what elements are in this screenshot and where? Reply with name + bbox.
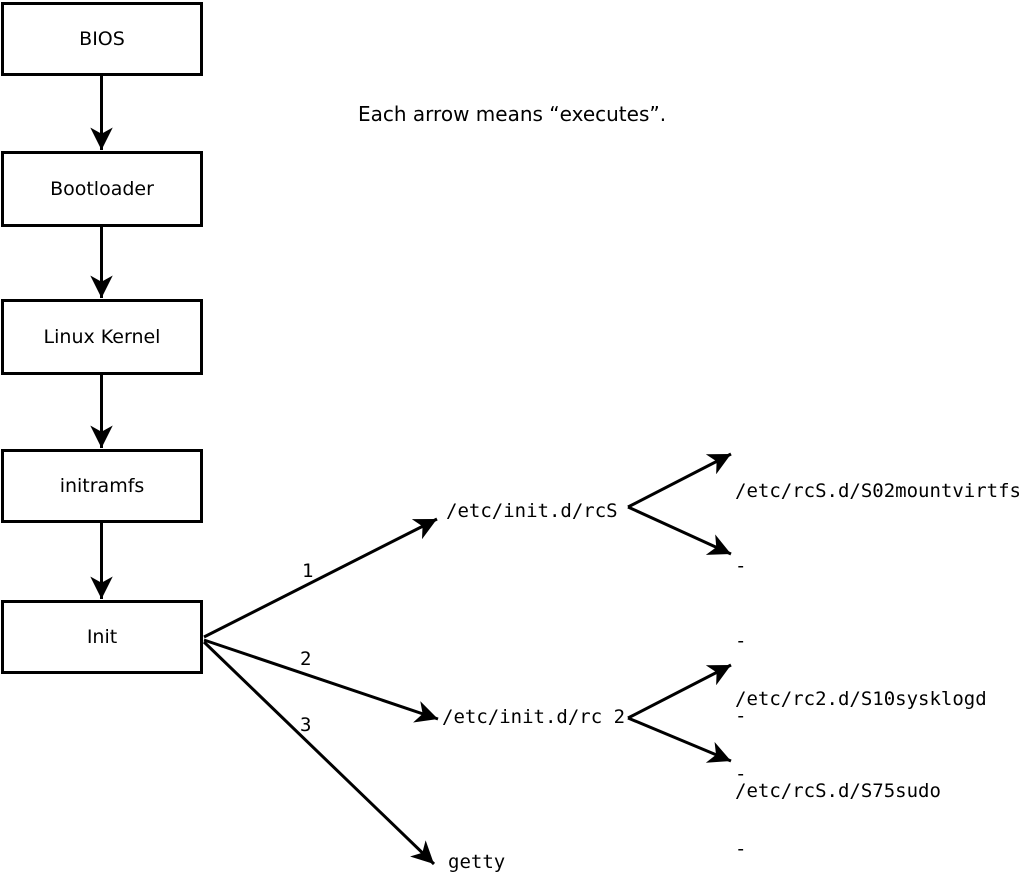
node-initramfs-label: initramfs [59,475,145,497]
arrow-rcS-to-first-script [627,452,732,509]
target-rcS-label: /etc/init.d/rcS [446,500,618,522]
rc2-script-ellipsis: - [735,838,747,860]
rc2-script-list: /etc/rc2.d/S10sysklogd - - - /etc/rc2.d/… [735,637,987,875]
arrow-rcS-to-last-script [627,505,732,556]
node-bootloader: Bootloader [1,151,203,227]
node-init-label: Init [86,626,118,648]
rcS-script-ellipsis: - [735,630,747,652]
node-initramfs: initramfs [1,449,203,523]
node-linux-kernel: Linux Kernel [1,299,203,375]
arrow-rc2-to-first-script [627,663,732,720]
rcS-script-item: /etc/rcS.d/S02mountvirtfs [735,480,1021,502]
rc2-script-ellipsis: - [735,763,747,785]
legend-note: Each arrow means “executes”. [358,102,667,126]
target-rc2-label: /etc/init.d/rc 2 [442,706,626,728]
fanout-number-2: 2 [300,648,312,670]
node-bootloader-label: Bootloader [50,178,154,200]
node-bios: BIOS [1,2,203,76]
rcS-script-ellipsis: - [735,705,747,727]
arrow-init-to-rc2 [203,638,439,723]
rcS-script-list: /etc/rcS.d/S02mountvirtfs - - - /etc/rcS… [735,429,1021,854]
arrow-init-to-rcS [203,517,438,639]
node-init: Init [1,600,203,674]
node-bios-label: BIOS [79,28,125,50]
rc2-script-item: /etc/rc2.d/S10sysklogd [735,688,987,710]
node-linux-kernel-label: Linux Kernel [43,326,161,348]
rcS-script-item: /etc/rcS.d/S75sudo [735,780,941,802]
fanout-number-3: 3 [300,714,312,736]
rcS-script-ellipsis: - [735,555,747,577]
target-getty-label: getty [448,851,506,873]
arrow-init-to-getty [202,640,436,866]
fanout-number-1: 1 [302,560,314,582]
arrow-rc2-to-last-script [627,716,732,763]
